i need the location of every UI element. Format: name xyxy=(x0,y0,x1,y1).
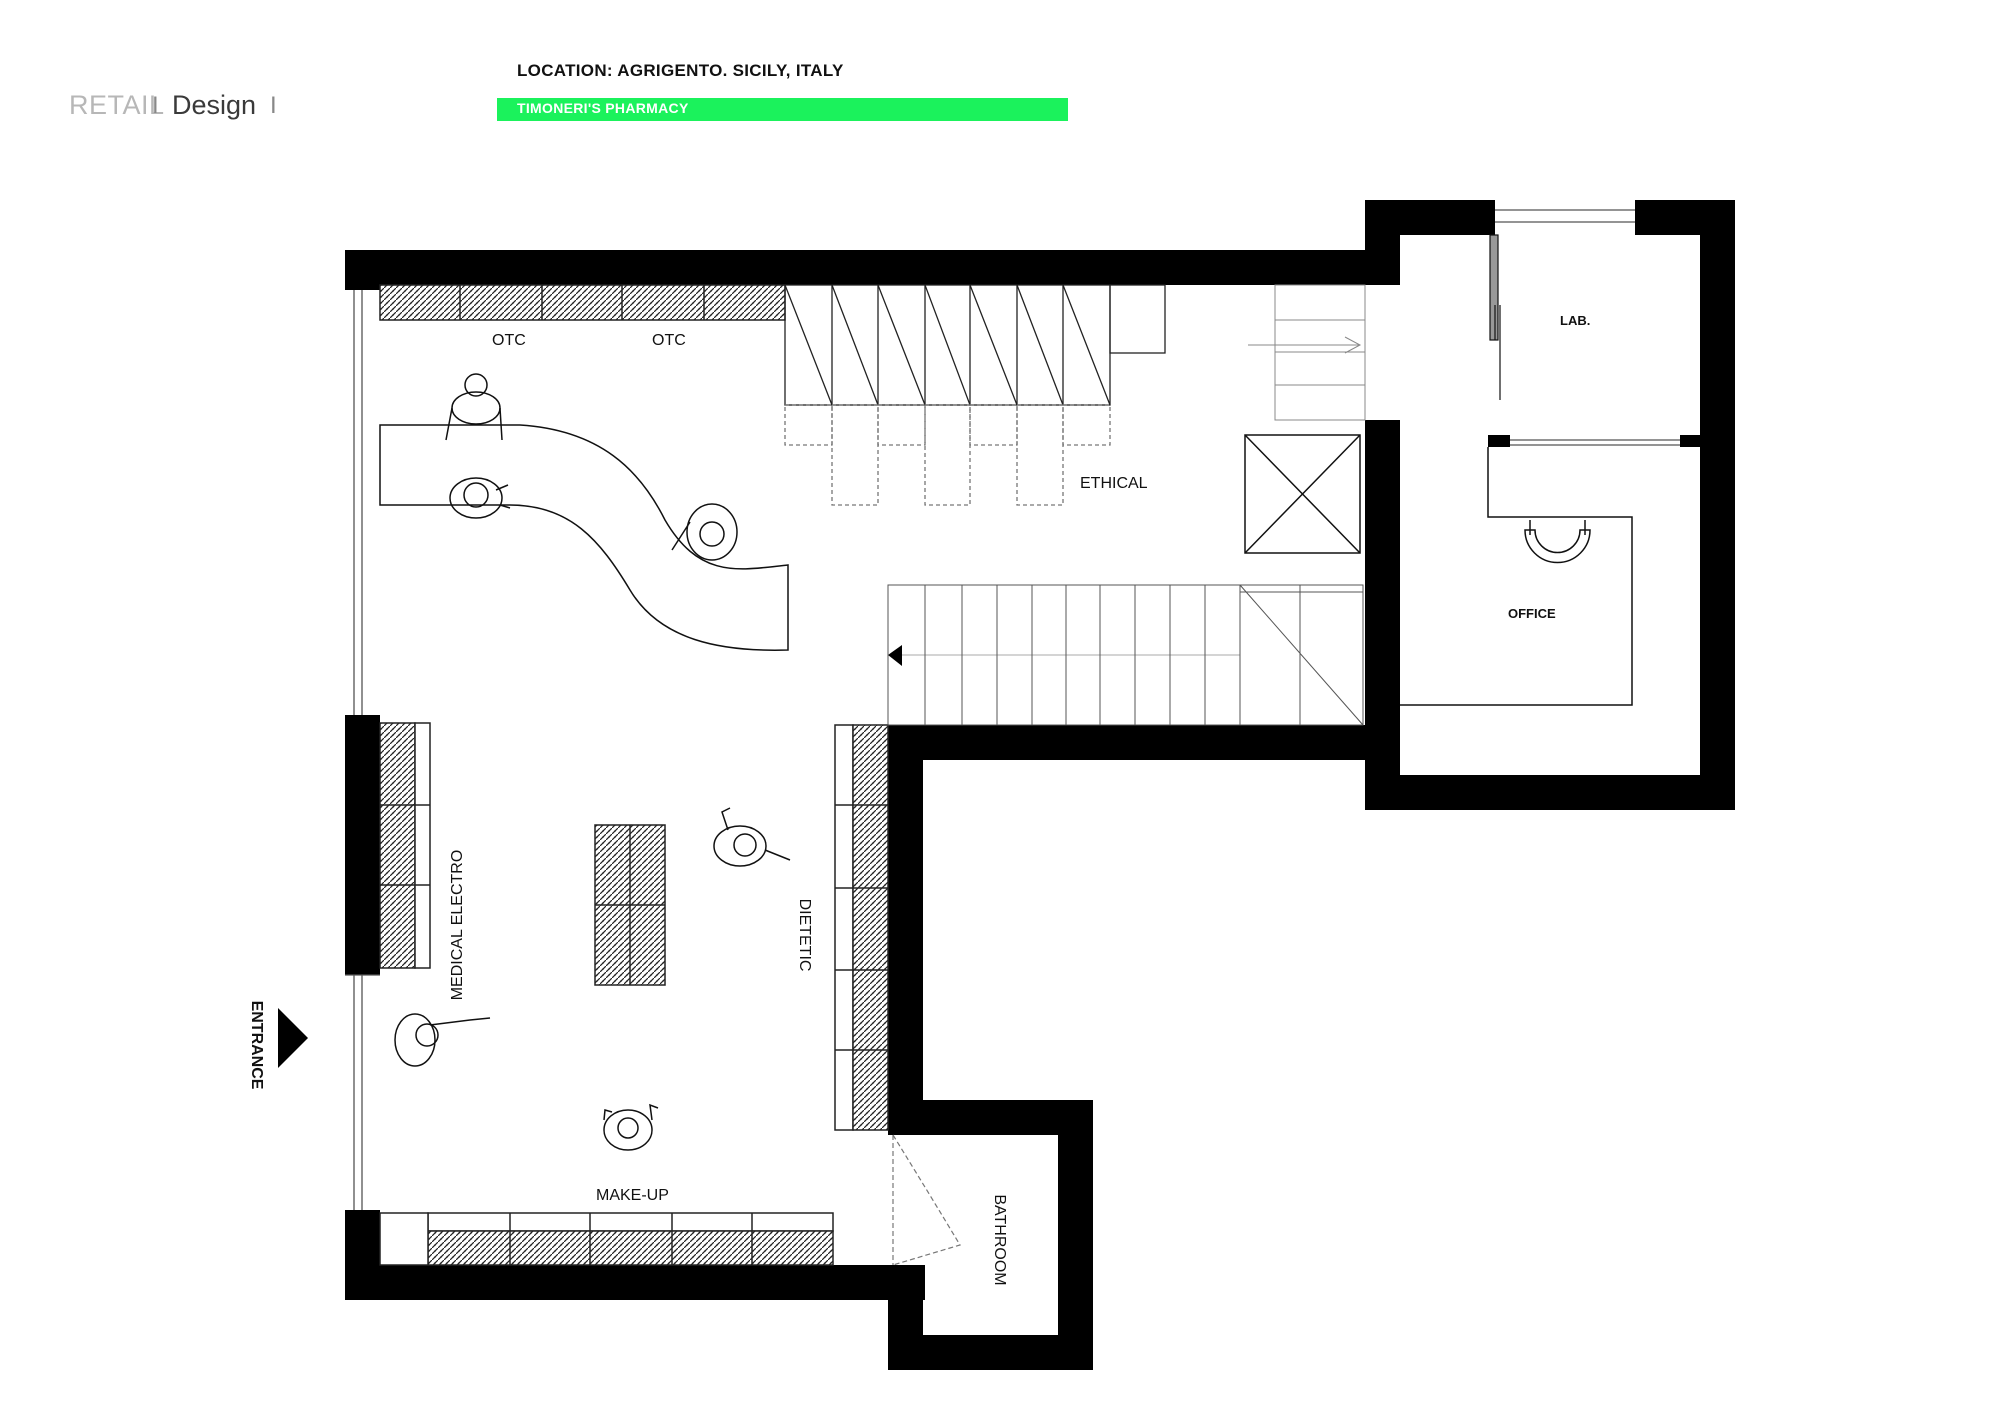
lab-door xyxy=(1489,234,1501,400)
room-label-office: OFFICE xyxy=(1508,606,1556,621)
person-customer-3 xyxy=(603,1103,659,1151)
header-separator: I xyxy=(152,92,159,119)
entrance-arrow xyxy=(278,1008,308,1068)
stair-direction-arrow xyxy=(888,645,902,666)
person-staff-1 xyxy=(445,373,503,441)
counter xyxy=(379,424,789,651)
shelving xyxy=(379,284,889,1266)
location-label: LOCATION: AGRIGENTO. SICILY, ITALY xyxy=(517,61,844,80)
ethical-cabinets xyxy=(784,284,1166,506)
upper-stair xyxy=(1248,284,1366,421)
shaft xyxy=(1244,434,1361,554)
header-category: RETAIL xyxy=(69,90,165,120)
person-staff-3 xyxy=(671,503,738,561)
header-separator-end: I xyxy=(270,92,277,119)
zone-label-medical-electro: MEDICAL ELECTRO xyxy=(449,850,466,1001)
zone-label-dietetic: DIETETIC xyxy=(796,899,813,972)
room-label-lab: LAB. xyxy=(1560,313,1590,328)
person-staff-2 xyxy=(449,477,511,519)
project-title: TIMONERI'S PHARMACY xyxy=(517,100,689,116)
header-section: Design xyxy=(172,90,257,120)
people xyxy=(394,373,791,1151)
project-highlight-bar xyxy=(497,98,1068,121)
zone-label-otc-right: OTC xyxy=(652,332,686,349)
person-customer-2 xyxy=(394,1013,491,1067)
room-label-bathroom: BATHROOM xyxy=(991,1194,1008,1285)
window-glazing xyxy=(345,209,1680,1210)
entrance-label: ENTRANCE xyxy=(248,1001,265,1090)
zone-label-ethical: ETHICAL xyxy=(1080,475,1148,492)
person-customer-1 xyxy=(713,807,791,867)
main-stair xyxy=(887,584,1364,726)
bathroom-door xyxy=(892,1134,961,1266)
walls xyxy=(345,200,1735,1370)
office-desk xyxy=(1400,447,1633,706)
zone-label-otc-left: OTC xyxy=(492,332,526,349)
zone-label-make-up: MAKE-UP xyxy=(596,1187,669,1204)
